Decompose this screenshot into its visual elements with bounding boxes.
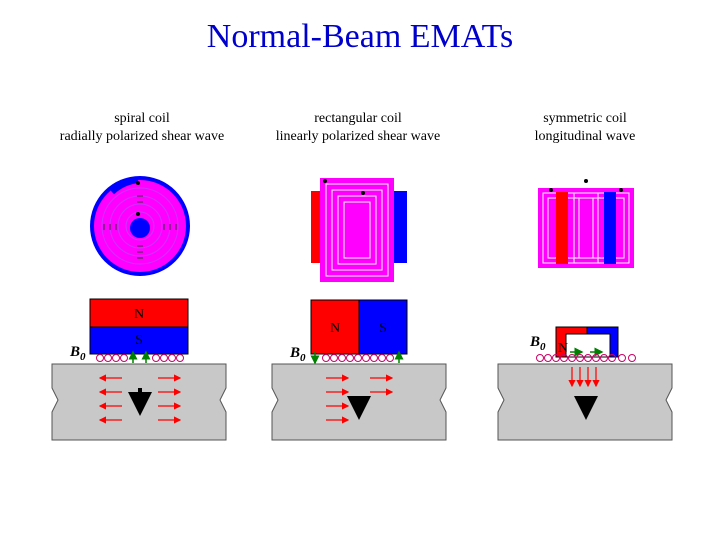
wave-arrows [568,367,600,388]
caption-line-1: symmetric coil [543,111,627,126]
caption-line-2: longitudinal wave [534,129,636,144]
caption-spiral-coil: spiral coil radially polarized shear wav… [22,110,262,146]
caption-line-1: rectangular coil [314,111,402,126]
wave-arrows [98,374,182,424]
caption-rectangular-coil: rectangular coil linearly polarized shea… [238,110,478,146]
caption-symmetric-coil: symmetric coil longitudinal wave [465,110,705,146]
magnet-symmetric: N [555,326,619,358]
rectangular-coil-top-view [311,178,407,282]
b0-label: B0 [529,334,546,353]
magnet-north-pole [89,298,189,328]
coil-current-row [96,354,184,362]
b0-label: B0 [289,345,306,364]
coil-current-row [536,354,636,362]
caption-line-2: radially polarized shear wave [59,129,225,144]
magnet-south-pole [358,299,408,355]
spiral-coil-top-view [90,176,190,276]
magnet-spiral: N S [89,298,189,355]
north-label: N [558,341,568,356]
north-label: N [134,307,144,322]
symmetric-coil-top-view [538,179,634,268]
spiral-coil-panel: N S B0 [51,176,227,441]
caption-line-1: spiral coil [114,111,170,126]
magnet-south-pole [89,326,189,355]
magnet-rectangular: N S [310,299,408,355]
page-title: Normal-Beam EMATs [206,18,514,55]
wave-arrows [326,374,394,424]
symmetric-coil-panel: N B0 [497,179,673,441]
caption-line-2: linearly polarized shear wave [275,129,441,144]
south-label: S [135,333,143,348]
coil-current-row [322,354,394,362]
south-label: S [379,321,387,336]
north-label: N [330,321,340,336]
magnet-north-pole [310,299,360,355]
rectangular-coil-panel: N S B0 [271,178,447,441]
b0-label: B0 [69,344,86,363]
